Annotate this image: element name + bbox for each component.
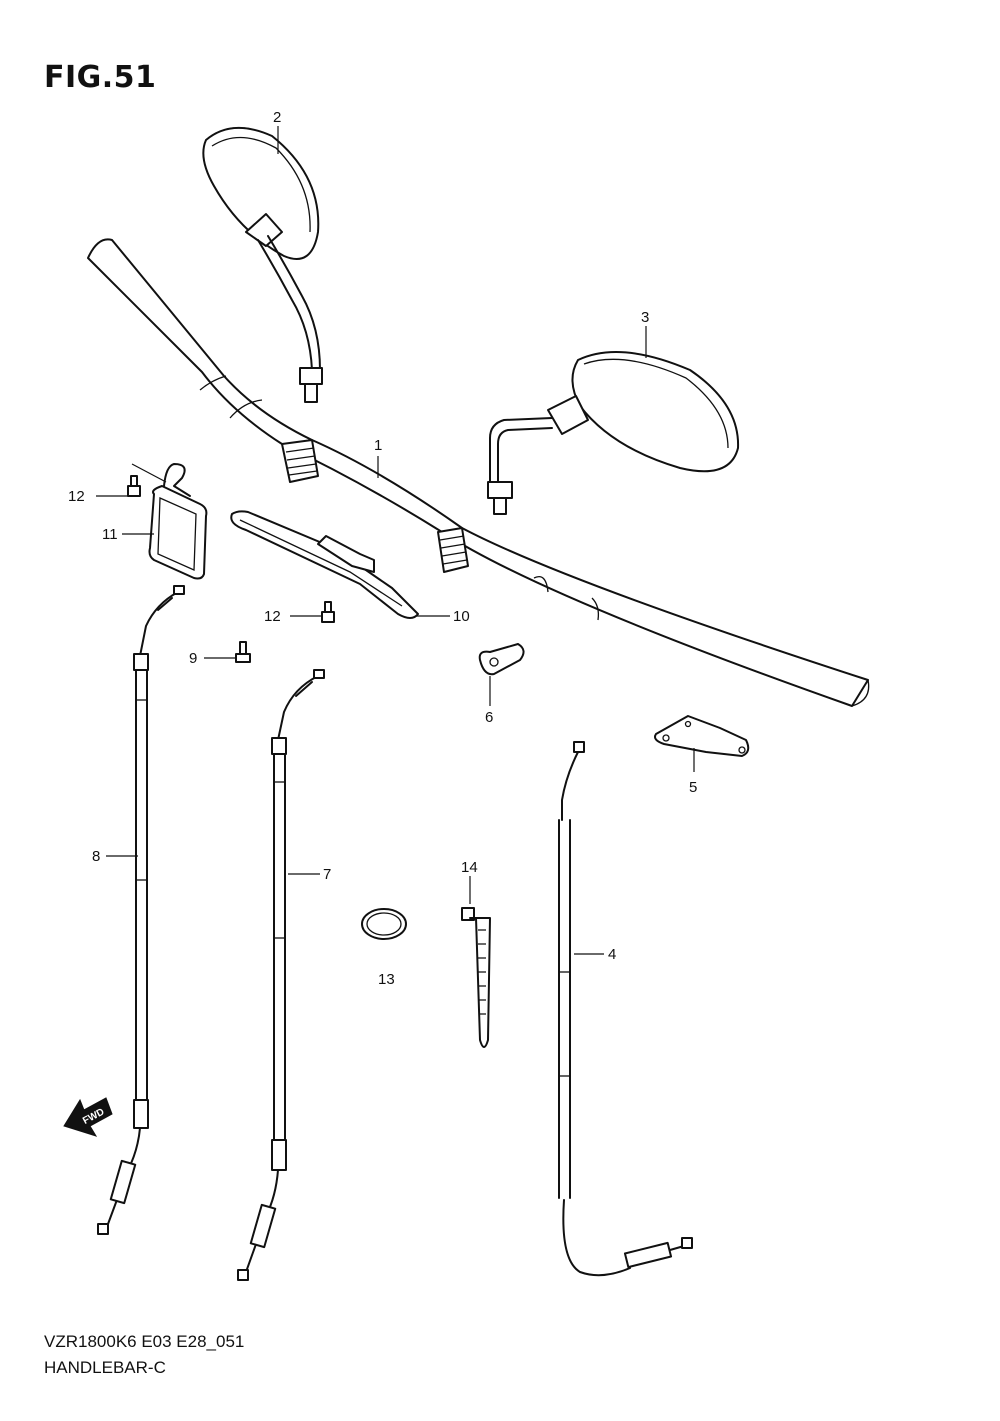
- model-code: VZR1800K6 E03 E28_051: [44, 1332, 245, 1351]
- callout-8: 8: [92, 848, 100, 865]
- ring-part-13: [361, 908, 407, 940]
- bracket-part-5: [654, 715, 750, 757]
- callout-14: 14: [461, 859, 478, 876]
- diagram-name: HANDLEBAR-C: [44, 1358, 166, 1377]
- fwd-arrow: FWD: [63, 1097, 113, 1137]
- handlebar-knurl-right: [437, 527, 469, 573]
- callout-13: 13: [378, 971, 395, 988]
- clamp-part-11: [148, 463, 208, 580]
- callout-12-upper: 12: [68, 488, 85, 505]
- mirror-right-part-3: [487, 351, 740, 515]
- cable-tie-part-14: [461, 907, 491, 1048]
- callout-labels: 2 3 1 4 5 6 7 8 9 10 11 12 12 13 14: [68, 109, 697, 988]
- callout-11: 11: [102, 526, 118, 543]
- callout-2: 2: [273, 109, 281, 126]
- handlebar-part-1: [87, 238, 870, 707]
- mirror-left-part-2: [202, 126, 323, 403]
- cable-part-8: [97, 585, 185, 1235]
- callout-3: 3: [641, 309, 649, 326]
- cable-part-4: [558, 741, 693, 1277]
- bolt-part-12-lower: [321, 601, 335, 623]
- callout-5: 5: [689, 779, 697, 796]
- handlebar-knurl-left: [281, 439, 319, 483]
- callout-4: 4: [608, 946, 616, 963]
- screw-part-9: [235, 641, 251, 663]
- leader-lines: [96, 126, 695, 955]
- callout-9: 9: [189, 650, 197, 667]
- callout-1: 1: [374, 437, 382, 454]
- bolt-part-12-upper: [127, 475, 141, 497]
- cable-clamp-part-6: [478, 643, 525, 676]
- cable-part-7: [237, 669, 325, 1281]
- callout-12-lower: 12: [264, 608, 281, 625]
- figure-title: FIG.51: [44, 60, 157, 95]
- callout-10: 10: [453, 608, 470, 625]
- callout-7: 7: [323, 866, 331, 883]
- callout-6: 6: [485, 709, 493, 726]
- wire-guide-part-10: [230, 510, 419, 619]
